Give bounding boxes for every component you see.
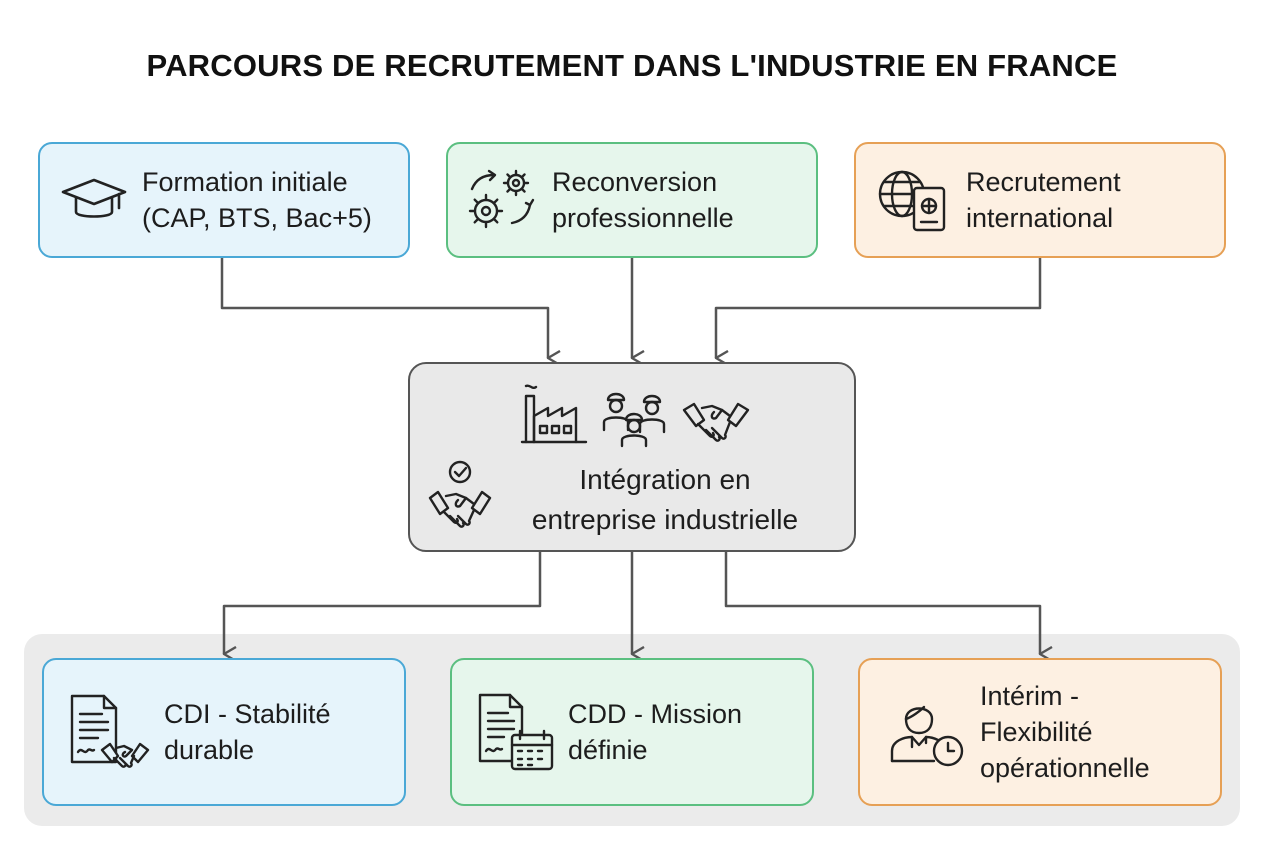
worker-clock-icon — [876, 697, 980, 767]
outcome-interim: Intérim - Flexibilité opérationnelle — [858, 658, 1222, 806]
source-recrutement-international: Recrutement international — [854, 142, 1226, 258]
label-line: Recrutement — [966, 167, 1121, 197]
graduation-cap-icon — [46, 172, 142, 228]
source-label: Formation initiale (CAP, BTS, Bac+5) — [142, 164, 372, 236]
page-title: PARCOURS DE RECRUTEMENT DANS L'INDUSTRIE… — [146, 48, 1118, 83]
outcome-cdd: CDD - Mission définie — [450, 658, 814, 806]
factory-icon — [520, 384, 590, 453]
source-reconversion: Reconversion professionnelle — [446, 142, 818, 258]
contract-handshake-icon — [54, 692, 164, 772]
label-line: Intérim - — [980, 681, 1080, 711]
connector-cdi — [222, 552, 542, 654]
globe-passport-icon — [862, 164, 966, 236]
label-line: durable — [164, 735, 255, 765]
source-label: Reconversion professionnelle — [552, 164, 734, 236]
label-line: international — [966, 203, 1114, 233]
label-line: CDI - Stabilité — [164, 699, 331, 729]
label-line: Flexibilité — [980, 717, 1093, 747]
connector-interim — [724, 552, 1040, 654]
center-icon-row — [520, 384, 750, 453]
gears-cycle-icon — [452, 165, 552, 235]
connector-international — [714, 258, 1042, 358]
label-line: (CAP, BTS, Bac+5) — [142, 203, 372, 233]
source-label: Recrutement international — [966, 164, 1121, 236]
contract-calendar-icon — [464, 691, 568, 773]
connector-formation — [220, 258, 548, 358]
label-line: entreprise industrielle — [531, 504, 799, 535]
integration-label: Intégration en entreprise industrielle — [490, 460, 840, 540]
label-line: Formation initiale — [142, 167, 348, 197]
integration-box: Intégration en entreprise industrielle — [408, 362, 856, 552]
source-formation-initiale: Formation initiale (CAP, BTS, Bac+5) — [38, 142, 410, 258]
label-line: CDD - Mission — [568, 699, 743, 729]
label-line: Intégration en — [579, 464, 751, 495]
workers-icon — [600, 384, 672, 453]
handshake-icon — [682, 396, 750, 453]
handshake-check-icon — [428, 460, 492, 537]
outcome-label: CDD - Mission définie — [568, 696, 742, 768]
label-line: Reconversion — [552, 167, 718, 197]
outcome-label: Intérim - Flexibilité opérationnelle — [980, 678, 1150, 786]
label-line: opérationnelle — [980, 753, 1150, 783]
outcome-label: CDI - Stabilité durable — [164, 696, 331, 768]
label-line: définie — [568, 735, 648, 765]
label-line: professionnelle — [552, 203, 734, 233]
outcome-cdi: CDI - Stabilité durable — [42, 658, 406, 806]
